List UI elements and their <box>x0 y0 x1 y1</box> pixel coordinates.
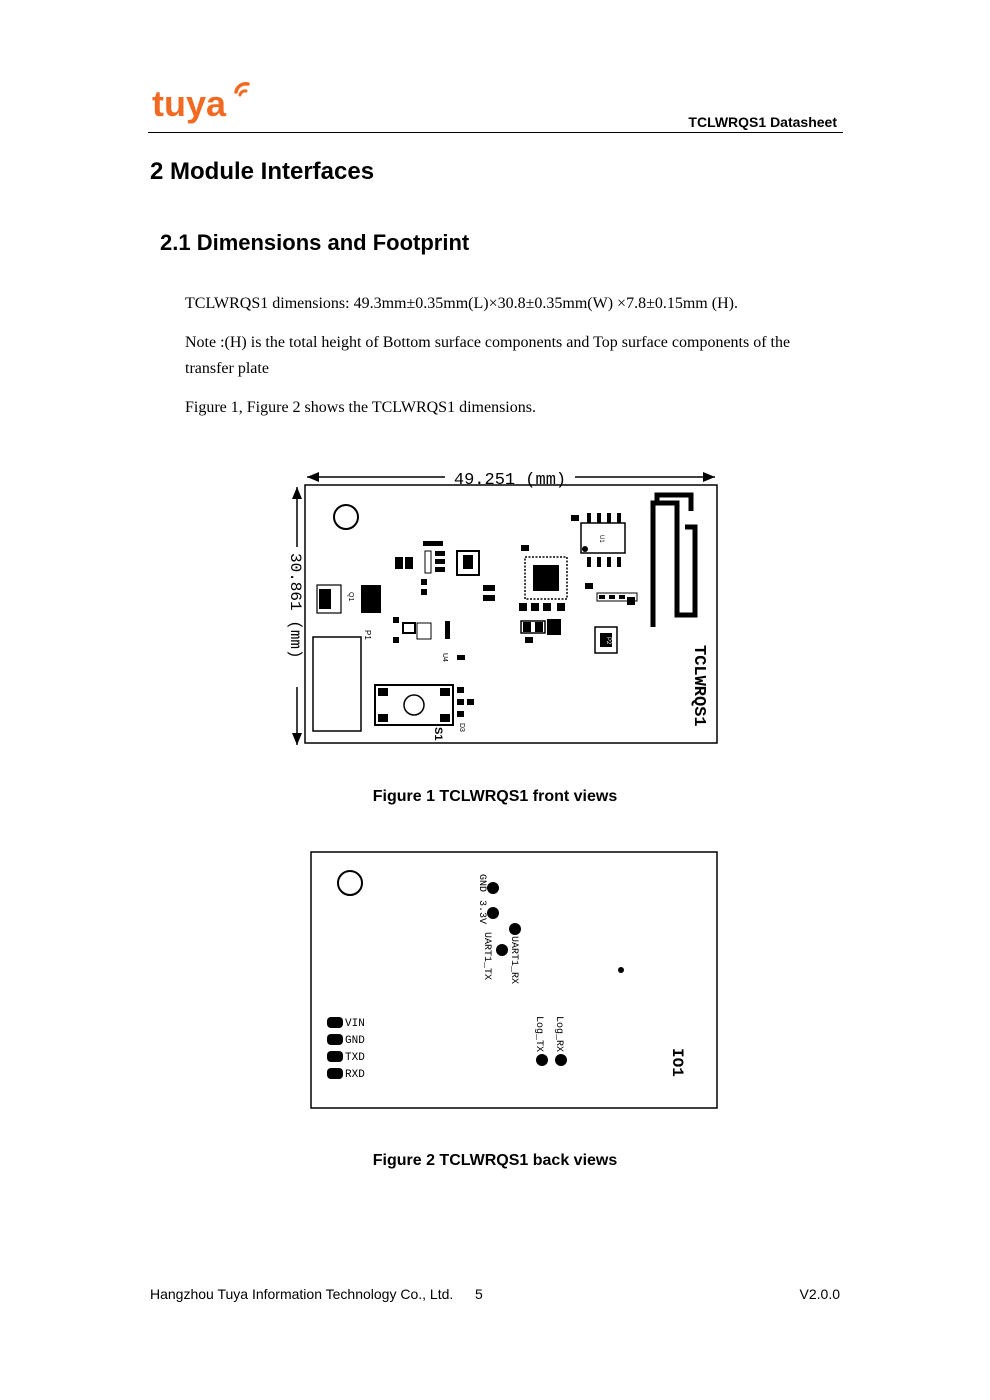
svg-text:Log_RX: Log_RX <box>553 1016 564 1052</box>
note-paragraph: Note :(H) is the total height of Bottom … <box>185 334 791 377</box>
svg-text:P1: P1 <box>363 630 372 640</box>
document-title: TCLWRQS1 Datasheet <box>688 114 837 130</box>
svg-text:P2: P2 <box>605 637 611 645</box>
module-name-label: TCLWRQS1 <box>689 645 708 727</box>
board-outline <box>310 851 718 1109</box>
header-divider <box>148 132 843 133</box>
dimensions-paragraph: TCLWRQS1 dimensions: 49.3mm±0.35mm(L)×30… <box>185 295 738 312</box>
svg-text:U1: U1 <box>598 535 604 543</box>
page-number: 5 <box>475 1286 483 1302</box>
svg-text:3.3V: 3.3V <box>476 900 487 924</box>
section-heading: 2 Module Interfaces <box>150 158 375 185</box>
svg-text:Q1: Q1 <box>347 592 354 601</box>
tuya-logo: tuya <box>152 82 250 124</box>
subsection-heading: 2.1 Dimensions and Footprint <box>160 230 470 255</box>
mounting-hole <box>337 870 363 896</box>
company-name: Hangzhou Tuya Information Technology Co.… <box>150 1286 454 1302</box>
svg-text:GND: GND <box>476 874 487 892</box>
logo-signal-icon <box>234 82 250 94</box>
svg-text:GND: GND <box>345 1035 365 1047</box>
logo-text: tuya <box>152 83 227 124</box>
figure-2-caption: Figure 2 TCLWRQS1 back views <box>372 1152 618 1169</box>
height-dimension-label: 30.861 (mm) <box>286 553 304 659</box>
mounting-hole <box>333 504 359 530</box>
footer-company: Hangzhou Tuya Information Technology Co.… <box>150 1286 483 1302</box>
svg-text:VIN: VIN <box>345 1018 365 1030</box>
svg-text:D3: D3 <box>458 723 465 732</box>
front-view-drawing: 49.251 (mm) 30.861 (mm) P1 Q1 S1 D3 U4 <box>286 468 718 745</box>
width-dimension-label: 49.251 (mm) <box>454 471 566 490</box>
io1-label: IO1 <box>668 1048 686 1077</box>
figure-1-caption: Figure 1 TCLWRQS1 front views <box>372 788 618 805</box>
figure-reference-paragraph: Figure 1, Figure 2 shows the TCLWRQS1 di… <box>185 399 536 416</box>
svg-text:UART1_RX: UART1_RX <box>508 936 519 984</box>
board-outline <box>304 484 718 744</box>
back-view-drawing: GND 3.3V UART1_TX UART1_RX VIN GND TXD R… <box>310 851 718 1109</box>
svg-text:TXD: TXD <box>345 1052 365 1064</box>
svg-text:RXD: RXD <box>345 1069 365 1081</box>
svg-text:U4: U4 <box>441 653 448 662</box>
svg-text:S1: S1 <box>432 727 444 740</box>
svg-text:Log_TX: Log_TX <box>533 1016 544 1052</box>
svg-text:UART1_TX: UART1_TX <box>481 932 492 980</box>
footer-version: V2.0.0 <box>799 1286 840 1302</box>
